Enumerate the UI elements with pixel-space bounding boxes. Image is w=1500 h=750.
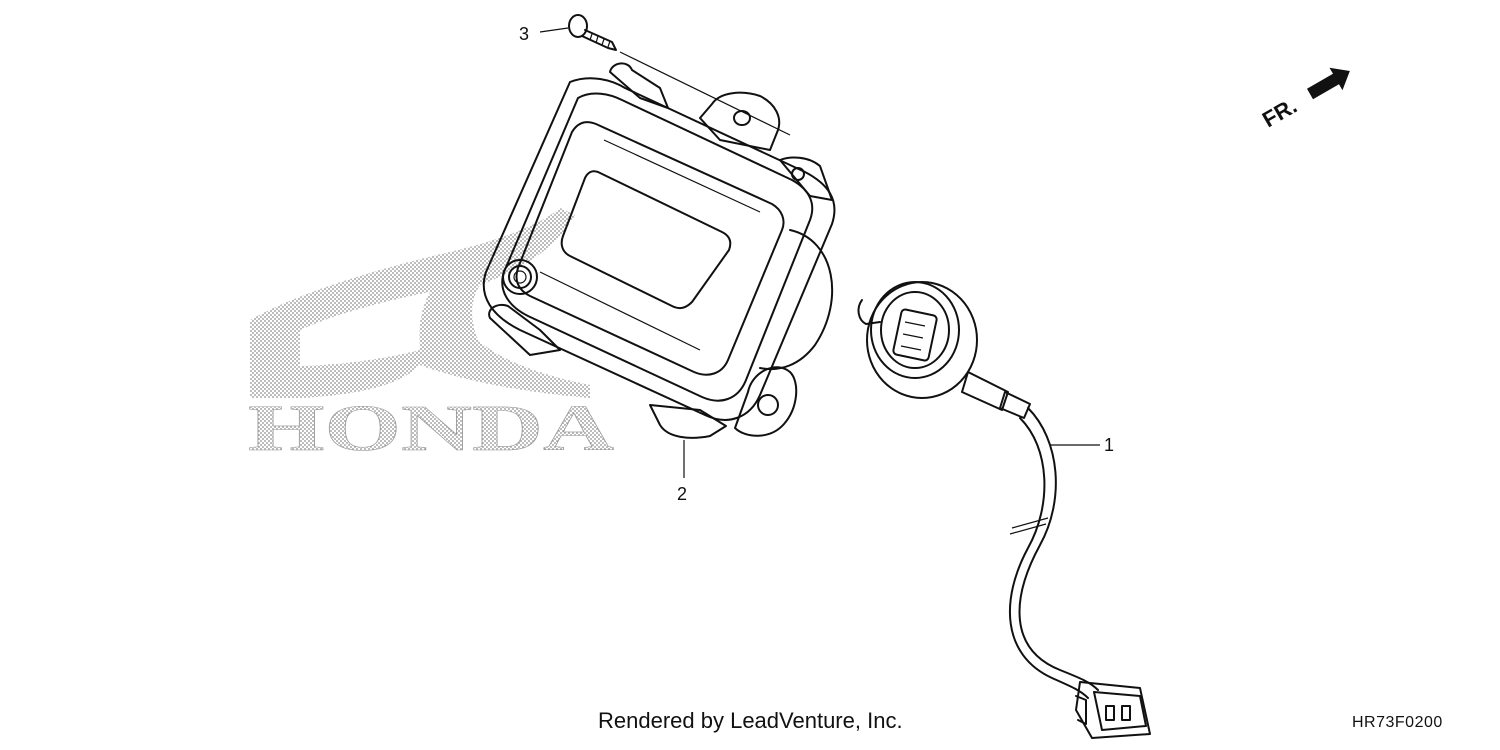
callout-1[interactable]: 1 (1104, 435, 1114, 455)
render-credit: Rendered by LeadVenture, Inc. (598, 708, 903, 733)
front-arrow-icon (1307, 67, 1350, 100)
front-direction-label: FR. (1258, 93, 1301, 132)
callout-2[interactable]: 2 (677, 484, 687, 504)
screw-axis-line (619, 51, 791, 136)
honda-wing-logo (250, 208, 590, 398)
callout-3[interactable]: 3 (519, 24, 529, 44)
honda-wordmark: HONDA (248, 392, 614, 465)
meter-assembly-part[interactable] (482, 62, 836, 439)
diagram-code: HR73F0200 (1352, 714, 1443, 731)
screw-leader-line (539, 27, 569, 33)
screw-part[interactable] (568, 14, 617, 51)
meter-cable-part[interactable] (857, 281, 1151, 739)
